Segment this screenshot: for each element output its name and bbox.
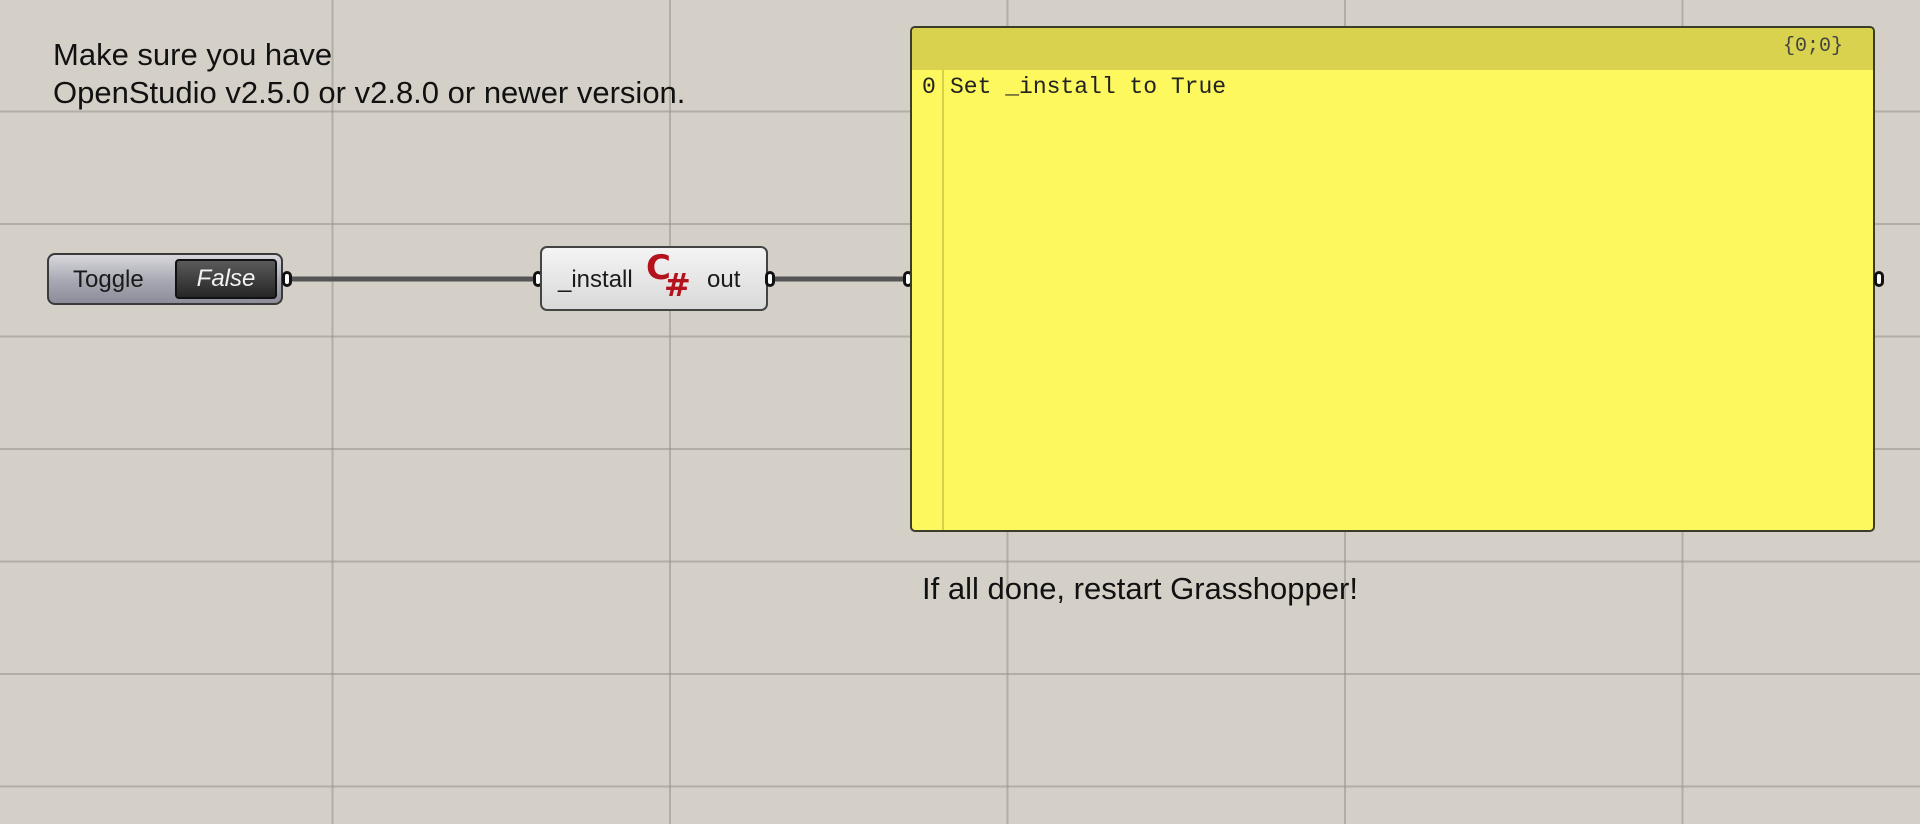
toggle-label: Toggle bbox=[73, 266, 144, 293]
note-line-2: OpenStudio v2.5.0 or v2.8.0 or newer ver… bbox=[53, 75, 686, 110]
panel-item-index: 0 bbox=[922, 74, 936, 100]
component-output-grip[interactable] bbox=[765, 271, 775, 287]
output-panel[interactable]: {0;0} 0 Set _install to True bbox=[910, 26, 1875, 532]
toggle-output-grip[interactable] bbox=[282, 271, 292, 287]
note-openstudio-requirement: Make sure you have OpenStudio v2.5.0 or … bbox=[53, 36, 685, 112]
csharp-script-component[interactable]: _install C # out bbox=[540, 246, 768, 311]
csharp-icon: C # bbox=[646, 248, 691, 304]
note-restart: If all done, restart Grasshopper! bbox=[922, 571, 1358, 606]
panel-gutter bbox=[942, 70, 944, 530]
panel-item-text: Set _install to True bbox=[950, 74, 1227, 100]
output-param-out[interactable]: out bbox=[707, 266, 741, 293]
panel-output-grip[interactable] bbox=[1874, 271, 1884, 287]
panel-header: {0;0} bbox=[912, 28, 1873, 70]
note-line-1: Make sure you have bbox=[53, 37, 333, 72]
panel-data-path: {0;0} bbox=[1782, 35, 1843, 58]
boolean-toggle[interactable]: Toggle False bbox=[47, 253, 283, 305]
input-param-install[interactable]: _install bbox=[558, 266, 633, 293]
toggle-value-button[interactable]: False bbox=[175, 259, 277, 299]
